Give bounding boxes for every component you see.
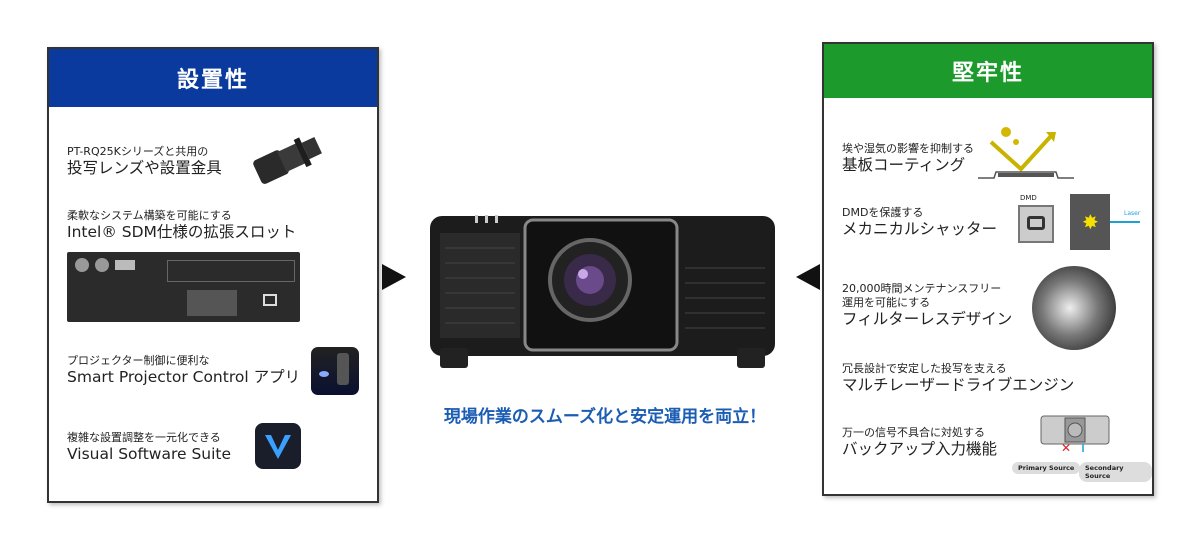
dmd-icon: [1018, 205, 1054, 243]
arrow-left-icon: [796, 264, 820, 290]
terminal-panel-image: [67, 252, 300, 322]
tagline: 現場作業のスムーズ化と安定運用を両立！: [443, 407, 767, 427]
filterless-image: [1032, 266, 1116, 350]
feature-sub: 20,000時間メンテナンスフリー: [842, 282, 1002, 295]
feature-item: 埃や湿気の影響を抑制する 基板コーティング: [842, 142, 974, 175]
dmd-label: DMD: [1020, 194, 1037, 202]
feature-main: Smart Projector Control アプリ: [67, 368, 301, 386]
installability-panel: 設置性 PT-RQ25Kシリーズと共用の 投写レンズや設置金具 柔軟なシステム構…: [47, 47, 379, 503]
feature-sub: 万一の信号不具合に対処する: [842, 426, 985, 439]
feature-item: 複雑な設置調整を一元化できる Visual Software Suite: [67, 431, 231, 464]
feature-sub: 複雑な設置調整を一元化できる: [67, 431, 221, 444]
feature-item: 柔軟なシステム構築を可能にする Intel® SDM仕様の拡張スロット: [67, 209, 296, 242]
feature-sub: 冗長設計で安定した投写を支える: [842, 362, 1007, 375]
feature-sub: 埃や湿気の影響を抑制する: [842, 142, 974, 155]
projector-image: [430, 215, 775, 368]
feature-sub: 柔軟なシステム構築を可能にする: [67, 209, 232, 222]
lens-image: [253, 136, 322, 184]
feature-sub: DMDを保護する: [842, 206, 924, 219]
feature-sub: プロジェクター制御に便利な: [67, 354, 210, 367]
vss-logo-icon: [255, 423, 301, 469]
feature-item: DMDを保護する メカニカルシャッター: [842, 206, 997, 239]
primary-source-label: Primary Source: [1012, 462, 1081, 474]
shutter-icon: ✸: [1070, 194, 1110, 250]
smart-projector-control-app-icon: [311, 347, 359, 395]
feature-main: Intel® SDM仕様の拡張スロット: [67, 223, 297, 241]
coating-diagram: [978, 127, 1074, 179]
feature-main: 投写レンズや設置金具: [67, 159, 222, 177]
feature-main: Visual Software Suite: [67, 445, 232, 463]
feature-main: マルチレーザードライブエンジン: [842, 376, 1075, 394]
backup-projector-icon: ✕: [1040, 415, 1110, 452]
feature-main: バックアップ入力機能: [842, 440, 998, 458]
feature-item: プロジェクター制御に便利な Smart Projector Control アプ…: [67, 354, 300, 387]
laser-beam: [1110, 221, 1140, 223]
robustness-panel: 堅牢性 埃や湿気の影響を抑制する 基板コーティング DMDを保護する メカニカル…: [822, 42, 1154, 496]
svg-text:✕: ✕: [1061, 441, 1071, 452]
laser-label: Laser: [1124, 210, 1141, 217]
feature-sub: PT-RQ25Kシリーズと共用の: [67, 145, 209, 158]
panel-title: 設置性: [49, 49, 377, 107]
secondary-source-label: Secondary Source: [1079, 462, 1152, 482]
feature-item: 万一の信号不具合に対処する バックアップ入力機能: [842, 426, 997, 459]
feature-sub: 運用を可能にする: [842, 296, 931, 309]
feature-main: メカニカルシャッター: [842, 220, 998, 238]
feature-item: 20,000時間メンテナンスフリー 運用を可能にする フィルターレスデザイン: [842, 282, 1012, 329]
panel-title: 堅牢性: [824, 44, 1152, 98]
arrow-right-icon: [382, 264, 406, 290]
feature-main: 基板コーティング: [842, 156, 966, 174]
feature-item: PT-RQ25Kシリーズと共用の 投写レンズや設置金具: [67, 145, 222, 178]
feature-main: フィルターレスデザイン: [842, 310, 1013, 328]
feature-item: 冗長設計で安定した投写を支える マルチレーザードライブエンジン: [842, 362, 1074, 395]
